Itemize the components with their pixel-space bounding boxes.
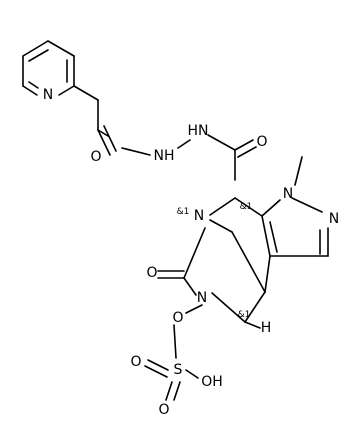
bond-bridge-3 bbox=[231, 231, 266, 293]
bond-pyz-1 bbox=[261, 199, 281, 217]
bonds bbox=[22, 40, 329, 401]
bond-o-s bbox=[173, 324, 177, 359]
atom-o-amide: O bbox=[90, 149, 101, 165]
bond-c-o-2 bbox=[234, 139, 254, 151]
bond-ch-pyz bbox=[234, 197, 263, 217]
bond-pyr-6 bbox=[22, 85, 38, 96]
atom-o-ester: O bbox=[172, 310, 183, 326]
bond-c-o-2b bbox=[237, 146, 257, 158]
bond-pyr-5 bbox=[58, 85, 75, 96]
bond-s-o1b bbox=[144, 365, 168, 378]
bond-s-o2b bbox=[173, 381, 181, 401]
bond-pyz-5 bbox=[261, 215, 271, 257]
bond-bridge-4 bbox=[209, 219, 233, 233]
bond-co-1b bbox=[103, 125, 117, 152]
atom-h-bridgehead: H bbox=[261, 320, 272, 336]
bond-ch-nbridge bbox=[209, 197, 236, 216]
stereo-label-2: &1 bbox=[240, 202, 253, 212]
bond-s-oh bbox=[185, 369, 199, 379]
bond-urea-1 bbox=[183, 227, 206, 279]
bond-pyr-2 bbox=[22, 40, 49, 57]
atom-o-sulfonyl-1: O bbox=[130, 354, 141, 370]
bond-bridge-1 bbox=[264, 255, 271, 293]
atom-n-pyrazole-1: N bbox=[283, 186, 293, 202]
atom-o-sulfonyl-2: O bbox=[158, 402, 169, 418]
atom-n-bridge: N bbox=[194, 208, 204, 224]
atom-n-pyridine: N bbox=[43, 87, 53, 103]
bond-s-o2 bbox=[165, 381, 173, 401]
atom-s: S bbox=[174, 362, 183, 378]
bond-c-nh bbox=[97, 129, 109, 137]
bond-urea-2 bbox=[183, 277, 197, 296]
bond-s-o1 bbox=[147, 359, 169, 371]
bond-urea-3 bbox=[211, 292, 246, 323]
bond-ch2-1 bbox=[73, 85, 99, 101]
bond-pyr-2b bbox=[28, 49, 49, 62]
bond-pyr-6b bbox=[28, 81, 39, 89]
bond-nh-c bbox=[207, 134, 236, 151]
atom-n-urea: N bbox=[197, 290, 207, 306]
bond-n-o bbox=[185, 304, 203, 314]
atom-nh-1: NH bbox=[154, 148, 175, 164]
bond-co-1 bbox=[97, 129, 111, 156]
bond-h bbox=[244, 321, 261, 329]
atom-o-urea: O bbox=[146, 265, 157, 281]
stereo-label-3: &1 bbox=[238, 310, 251, 320]
bond-pyr-3 bbox=[47, 40, 75, 57]
stereo-labels: &1 &1 &1 bbox=[177, 202, 253, 320]
bond-pyz-5b bbox=[269, 221, 278, 253]
stereo-label-1: &1 bbox=[177, 207, 190, 217]
atom-labels: N O NH HN O N N N O N O O S OH O H bbox=[43, 87, 339, 418]
bond-nh-nh bbox=[177, 139, 191, 149]
atom-n-pyrazole-2: N bbox=[329, 211, 339, 227]
bond-bridge-2 bbox=[244, 291, 266, 323]
atom-o-carbonyl: O bbox=[256, 134, 267, 150]
bond-methyl bbox=[294, 156, 303, 186]
bond-pyz-2 bbox=[291, 197, 323, 213]
bond-c-n-amide bbox=[121, 147, 151, 156]
atom-oh-sulfonic: OH bbox=[201, 374, 223, 390]
atom-hn-2: HN bbox=[188, 123, 209, 139]
